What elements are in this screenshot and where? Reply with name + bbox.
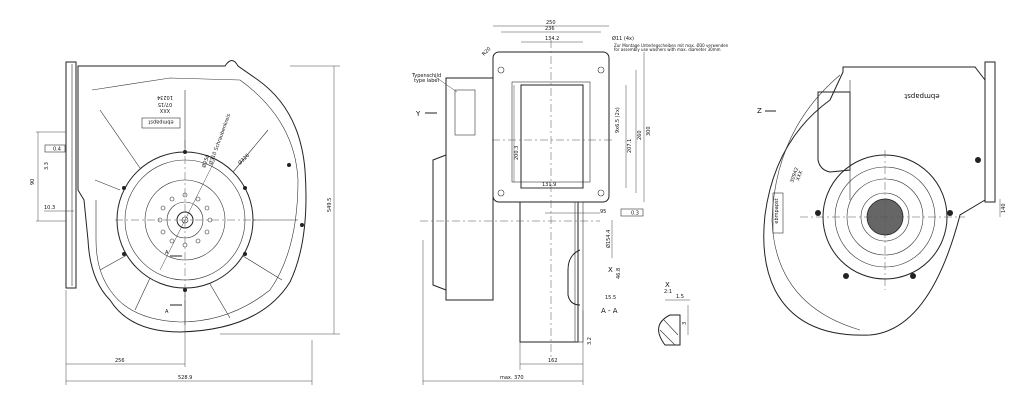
- code-text: 30942: [789, 167, 800, 184]
- detail-x: X 2:1 1.5 3: [658, 281, 690, 346]
- type-label-plate: [454, 89, 476, 136]
- dim-90: 90: [30, 179, 36, 185]
- dim-300: 300: [646, 126, 652, 136]
- dim-200-3: 200.3: [514, 146, 520, 160]
- rear-view-right: ebmpapst ebmpapst 30942 XXX Z 140: [757, 61, 1007, 336]
- mount-note-de: Zur Montage Unterlegscheiben mit max. Ø3…: [614, 43, 729, 48]
- dim-46-8: 46.8: [616, 268, 622, 279]
- flatness-box: [620, 208, 644, 217]
- label-xxx: XXX: [159, 107, 170, 113]
- dim-162: 162: [548, 358, 558, 364]
- detail-title: X: [665, 281, 670, 289]
- dim-260: 260: [637, 130, 643, 140]
- dia-note: Ø310 Schraubenkreis: [207, 112, 232, 165]
- dim-131-9: 131.9: [542, 182, 556, 188]
- mounting-flange: [65, 61, 77, 289]
- flatness-value: 0.4: [53, 147, 61, 153]
- dim-140: 140: [1001, 203, 1007, 213]
- dim-15-5: 15.5: [605, 295, 616, 301]
- flatness-value: 0.3: [631, 211, 639, 217]
- dim-134-2: 134.2: [545, 36, 559, 42]
- roughness: 3.2: [587, 337, 593, 345]
- view-z-label: Z: [757, 107, 762, 115]
- detail-dim-1-5: 1.5: [676, 294, 684, 300]
- type-label-en: type label: [414, 78, 439, 84]
- dim-528-9: 528.9: [178, 375, 192, 381]
- dim-slot: 9x6.5 (2x): [615, 107, 621, 133]
- section-a-bottom: A: [165, 309, 169, 315]
- label-code: 10234: [157, 94, 173, 100]
- front-view-left: ebmpapst 10234 07/15 XXX Ø250 Ø310 Schra…: [30, 60, 340, 385]
- dia-11: Ø11 (4x): [612, 35, 634, 42]
- detail-x-marker: X: [608, 266, 613, 274]
- brand-text: ebmpapst: [148, 119, 173, 125]
- detail-dim-3: 3: [682, 322, 688, 325]
- detail-scale: 2:1: [664, 289, 672, 295]
- dim-207-1: 207.1: [627, 139, 633, 153]
- brand-text-side: ebmpapst: [774, 198, 780, 223]
- brand-label: [772, 192, 784, 234]
- section-aa-label: A - A: [601, 307, 618, 315]
- detail-profile: [658, 314, 681, 346]
- type-label-de: Typenschild: [411, 73, 441, 79]
- brand-label: [141, 117, 181, 129]
- dia-250: Ø250: [200, 154, 211, 169]
- housing-outline: [763, 66, 986, 336]
- brand-text: ebmpapst: [904, 92, 939, 100]
- connector-flange: [984, 61, 996, 203]
- mount-note-en: for assembly use washers with max. diame…: [614, 47, 721, 52]
- dim-256: 256: [115, 358, 125, 364]
- dia-154: Ø154.4: [605, 230, 612, 248]
- roughness: 3.3: [44, 162, 50, 170]
- label-date: 07/15: [158, 101, 172, 107]
- dim-250: 250: [546, 20, 556, 26]
- dim-236: 236: [545, 26, 555, 32]
- view-y-label: Y: [415, 110, 421, 118]
- side-view-middle: 250 236 134.2 Ø11 (4x) Zur Montage Unter…: [411, 20, 729, 385]
- section-a-top: A: [165, 250, 169, 256]
- housing-outline: [77, 60, 307, 333]
- dim-max-370: max. 370: [500, 375, 524, 381]
- flatness-box: [44, 144, 66, 153]
- dim-549-5: 549.5: [327, 198, 333, 212]
- dia-326: Ø326: [236, 152, 250, 166]
- radius-r20: R20: [481, 46, 492, 57]
- dim-95: 95: [600, 209, 606, 215]
- code-xxx: XXX: [795, 169, 804, 181]
- dim-10-3: 10.3: [44, 205, 55, 211]
